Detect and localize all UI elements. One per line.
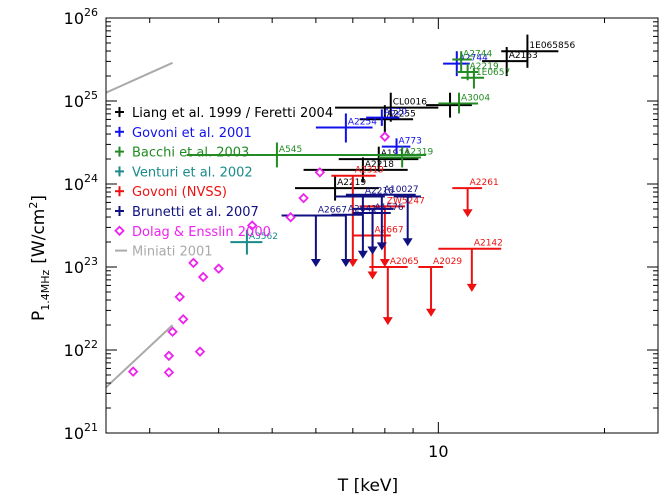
y-tick-base: 10 [64,9,84,28]
upper-limit-arrow [376,242,387,251]
point-label: A2319 [404,147,433,157]
legend-label: Govoni (NVSS) [132,185,227,200]
y-tick-exponent: 25 [84,89,98,102]
upper-limit-arrow [466,283,477,292]
point-label: 1E065856 [529,41,575,51]
y-axis-title: P1.4MHz [W/cm2] [27,195,52,321]
y-tick-label: 1021 [64,421,98,443]
y-tick-exponent: 24 [84,172,98,185]
point-label: A2667 [318,206,347,216]
point-label: A2029 [433,257,462,267]
point-label: A2219 [337,178,366,188]
point-label: A10027 [384,185,419,195]
upper-limit-arrow [402,238,413,247]
point-label: A520 [384,108,408,118]
point-label: CL0016 [393,98,427,108]
y-tick-label: 1024 [64,172,98,194]
point-label: A2667 [375,225,404,235]
point-label: A773 [399,137,422,147]
legend-label: Venturi et al. 2002 [132,165,253,180]
upper-limit-arrow [310,259,321,267]
data-point [314,167,326,178]
legend-label: Dolag & Ensslin 2000 [132,225,271,240]
y-tick-label: 1025 [64,89,98,111]
upper-limit-arrow [367,271,378,280]
data-point [127,366,139,377]
miniati-line [105,61,173,94]
upper-limit-arrow [426,308,437,317]
y-tick-label: 1022 [64,338,98,360]
point-label: A2744 [463,50,492,60]
point-label: A2744 [459,54,488,64]
point-label: A545 [279,145,302,155]
y-axis-units: [W/cm [29,209,49,264]
y-tick-label: 1023 [64,255,98,277]
data-point [298,192,309,204]
y-tick-base: 10 [64,341,84,360]
data-point [174,291,185,303]
point-label: A3004 [461,93,490,103]
point-label: A2254 [348,118,377,128]
y-tick-base: 10 [64,175,84,194]
upper-limit-arrow [382,317,393,326]
legend-label: Bacchi et al. 2003 [132,146,249,161]
point-label: A2218 [365,160,394,170]
point-label: A2261 [470,178,499,188]
data-point [285,211,296,223]
y-tick-base: 10 [64,258,84,277]
y-tick-exponent: 23 [84,255,98,268]
upper-limit-arrow [462,209,473,218]
data-point [194,346,206,357]
upper-limit-arrow [340,259,351,267]
legend-diamond-icon [114,225,125,237]
data-point [163,350,175,362]
plot-marks: 1E065856A2163CL0016A2255A1914A2218A2219A… [105,34,575,389]
upper-limit-arrow [379,259,390,267]
y-axis-units-sup: 2 [27,202,40,209]
point-label: A3562 [249,232,278,242]
data-point [188,257,199,269]
upper-limit-arrow [367,246,378,255]
y-tick-base: 10 [64,424,84,443]
data-point [213,263,224,274]
point-label: A2255 [387,109,416,119]
y-axis-units-close: ] [29,195,49,202]
y-axis-symbol: P [29,311,49,321]
data-point [197,271,209,283]
x-tick-label: 10 [428,442,448,461]
legend-label: Liang et al. 1999 / Feretti 2004 [132,106,333,121]
y-axis-subscript: 1.4MHz [39,269,52,310]
plot-frame [105,17,659,434]
y-tick-label: 1026 [64,6,98,28]
miniati-line [105,324,174,389]
y-tick-exponent: 26 [84,6,98,19]
point-label: ZW5247 [387,196,425,206]
point-label: A2142 [474,239,503,249]
legend-label: Brunetti et al. 2007 [132,205,259,220]
data-point [163,367,175,378]
data-point [177,314,189,325]
y-tick-base: 10 [64,92,84,111]
point-label: A2218 [365,186,394,196]
x-axis-title: T [keV] [337,476,398,496]
data-point [246,220,258,231]
point-label: A2065 [390,257,419,267]
point-label: 1E0657 [476,68,510,78]
data-point [167,326,178,338]
legend-label: Govoni et al. 2001 [132,126,252,141]
point-label: A2319 [355,166,384,176]
upper-limit-arrow [347,259,358,267]
legend-label: Miniati 2001 [132,245,213,260]
y-tick-exponent: 21 [84,421,98,434]
point-label: A2163 [509,51,538,61]
upper-limit-arrow [357,250,368,259]
y-tick-exponent: 22 [84,338,98,351]
point-label: A2219 [470,62,499,72]
data-point [379,131,391,142]
